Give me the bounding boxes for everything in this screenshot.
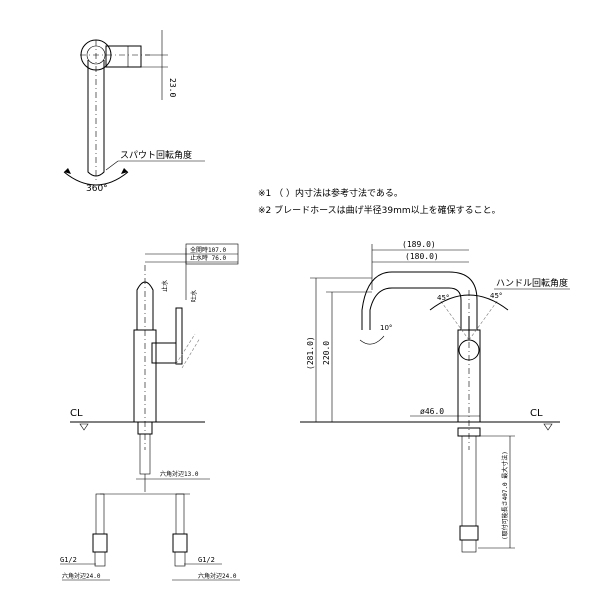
- hose-left-thread: [94, 551, 106, 567]
- dim-189-text: (189.0): [402, 240, 436, 249]
- spout-rotation-label: スパウト回転角度: [120, 149, 192, 161]
- front-hose-fitting: [459, 525, 479, 541]
- hex-24-right-text: 六角対辺24.0: [198, 572, 237, 580]
- dia-46-text: ø46.0: [420, 407, 444, 416]
- hose-right-fitting: [172, 533, 188, 553]
- g-right-text: G1/2: [198, 556, 215, 564]
- handle-open-ghost: [175, 333, 196, 365]
- cl-marker: [543, 423, 553, 431]
- angle-45-right: 45°: [490, 292, 502, 300]
- hex-13-text: 六角対辺13.0: [160, 470, 199, 478]
- notes: ※1 （ ）内寸法は参考寸法である。 ※2 ブレードホースは曲げ半径39mm以上…: [258, 187, 501, 216]
- handle-rotation-arc: [429, 294, 509, 311]
- top-view: 23.0 スパウト回転角度 360°: [63, 30, 205, 194]
- hose-left-fitting: [92, 533, 108, 553]
- dim-23-text: 23.0: [168, 78, 177, 97]
- front-spout-inner: [361, 271, 478, 330]
- angle-10: 10°: [380, 324, 392, 332]
- dim-box: [185, 243, 239, 265]
- hose-left: [95, 493, 105, 535]
- side-view: 全開時107.0 止水時 76.0 止水 吐水 CL 六角対辺13.0 G1/2…: [60, 243, 240, 581]
- arrow-head: [64, 168, 71, 174]
- hose-right: [175, 493, 185, 535]
- hose-length-text: (取付可能長さ407.0 最大寸法): [501, 451, 509, 540]
- rotation-arc: [63, 171, 129, 186]
- angle-45-left: 45°: [437, 294, 449, 302]
- handle-ghost-left: [439, 299, 470, 341]
- water-label: 吐水: [190, 290, 198, 302]
- note-2: ※2 ブレードホースは曲げ半径39mm以上を確保すること。: [258, 204, 501, 216]
- handle-body: [105, 45, 142, 68]
- handle-lever: [175, 307, 183, 365]
- arrow-head: [121, 168, 128, 174]
- note-1: ※1 （ ）内寸法は参考寸法である。: [258, 187, 403, 199]
- handle-ghost-right: [468, 299, 499, 341]
- dim-180-text: (180.0): [405, 252, 439, 261]
- cl-marker: [79, 423, 89, 431]
- hex-24-left-text: 六角対辺24.0: [62, 572, 101, 580]
- overall-width-text: 全開時107.0: [190, 246, 226, 254]
- front-spout-outer: [369, 287, 462, 330]
- dim-220-text: 220.0: [322, 341, 331, 365]
- spout-tube: [136, 281, 154, 330]
- cl-left-text: CL: [70, 408, 83, 419]
- front-hose-thread: [461, 539, 477, 553]
- hose-right-thread: [174, 551, 186, 567]
- handle-open-ghost-2: [181, 337, 201, 369]
- cl-right-text: CL: [530, 408, 543, 419]
- g-left-text: G1/2: [60, 556, 77, 564]
- dim-281-text: (281.0): [306, 336, 315, 370]
- stop-width-text: 止水時 76.0: [190, 254, 226, 262]
- spout-angle-arc: [359, 335, 385, 345]
- leader-line: [105, 160, 119, 171]
- spout-arm: [87, 60, 105, 177]
- stop-label: 止水: [161, 280, 169, 292]
- front-view: 45° 45° ハンドル回転角度 10° (189.0) (180.0) (28…: [300, 240, 570, 553]
- handle-rotation-label: ハンドル回転角度: [496, 277, 568, 289]
- rotation-360-text: 360°: [86, 184, 108, 194]
